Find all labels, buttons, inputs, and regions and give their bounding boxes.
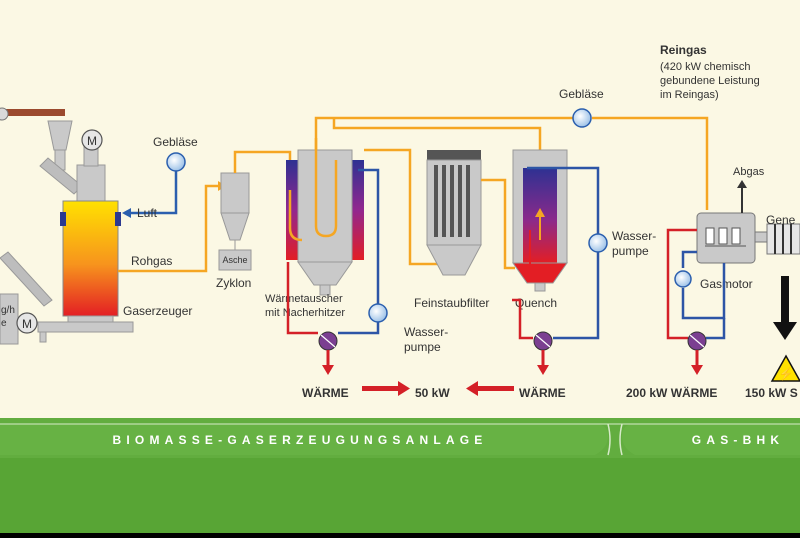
kw50-label: 50 kW [415, 386, 450, 400]
banner-left-label: BIOMASSE-GASERZEUGUNGSANLAGE [113, 433, 488, 447]
heat-output-row: WÄRME 50 kW WÄRME [302, 381, 566, 400]
waerme-left-label: WÄRME [302, 385, 349, 400]
waermetauscher-label-2: mit Nacherhitzer [265, 307, 345, 319]
bottom-banner: BIOMASSE-GASERZEUGUNGSANLAGE GAS-BHK [0, 418, 800, 533]
reingas-line-3: im Reingas) [660, 89, 719, 101]
abgas-label: Abgas [733, 166, 765, 178]
motor-bottom-label: M [22, 317, 32, 331]
reingas-line-2: gebundene Leistung [660, 75, 760, 87]
zyklon: Asche Zyklon [216, 172, 252, 290]
gaserzeuger-label: Gaserzeuger [123, 304, 192, 318]
gasmotor-label: Gasmotor [700, 277, 753, 291]
gaserzeuger-section: M M g/h e Gaserzeuger [0, 107, 192, 345]
reingas-line-1: (420 kW chemisch [660, 61, 750, 73]
motor-icon [81, 129, 103, 151]
quench: Quench [481, 149, 568, 310]
waerme-center-label: WÄRME [519, 385, 566, 400]
kw200-label: 200 kW WÄRME [626, 385, 717, 400]
svg-text:⚡: ⚡ [779, 367, 794, 381]
generator-label: Gene [766, 213, 796, 227]
wasserpumpe-1-label-2: pumpe [404, 340, 441, 354]
reingas-note: Reingas (420 kW chemisch gebundene Leist… [660, 43, 760, 101]
water-loop-1: Wasser- pumpe [286, 168, 448, 375]
geblaese-top-icon [572, 108, 592, 128]
luft-label: Luft [137, 206, 158, 220]
left-small-label-2: e [1, 318, 7, 329]
motor-label: M [87, 134, 97, 148]
waermetauscher-label-1: Wärmetauscher [265, 293, 343, 305]
banner-right-label: GAS-BHK [692, 433, 784, 447]
luft-zufuhr: Gebläse Luft [122, 135, 198, 220]
geblaese-left-icon [166, 152, 186, 172]
wasserpumpe-1-label-1: Wasser- [404, 325, 448, 339]
motor-bottom-icon [16, 312, 38, 334]
wasserpumpe-1-icon [368, 303, 388, 323]
wasserpumpe-2-label-2: pumpe [612, 244, 649, 258]
feinstaubfilter: Feinstaubfilter [364, 148, 489, 310]
geblaese-left-label: Gebläse [153, 135, 198, 149]
geblaese-top-label: Gebläse [559, 87, 604, 101]
waermetauscher: Wärmetauscher mit Nacherhitzer [265, 138, 364, 319]
kw150-label: 150 kW S [745, 386, 798, 400]
zyklon-label: Zyklon [216, 276, 251, 290]
gaserzeuger-reactor [62, 200, 119, 317]
left-small-label-1: g/h [1, 305, 15, 316]
wasserpumpe-3-icon [674, 270, 692, 288]
rohgas-label: Rohgas [131, 254, 172, 268]
feinstaubfilter-label: Feinstaubfilter [414, 296, 489, 310]
reingas-title: Reingas [660, 43, 707, 57]
water-loop-3: 200 kW WÄRME 150 kW S [626, 228, 798, 400]
wasserpumpe-2-icon [588, 233, 608, 253]
gasmotor: Abgas Gasmotor Gene ⚡ [696, 166, 800, 382]
hazard-icon [770, 354, 800, 382]
water-loop-2: Wasser- pumpe [512, 166, 656, 375]
quench-label: Quench [515, 296, 557, 310]
wasserpumpe-2-label-1: Wasser- [612, 229, 656, 243]
asche-label: Asche [222, 255, 247, 265]
